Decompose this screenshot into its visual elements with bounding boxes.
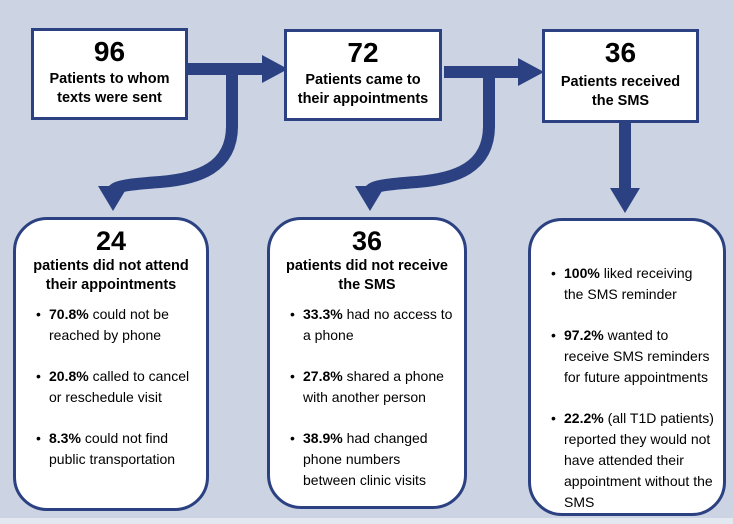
bullet-value: 8.3% (49, 430, 81, 446)
list-item: 27.8% shared a phone with another person (290, 366, 456, 408)
node-received-sms-label: Patients received the SMS (560, 74, 681, 109)
did-not-attend-reasons: 70.8% could not be reached by phone 20.8… (16, 304, 206, 470)
bullet-value: 100% (564, 265, 600, 281)
node-did-not-attend-count: 24 (95, 226, 127, 256)
node-came-to-appointments-label: Patients came to their appointments (297, 72, 429, 107)
did-not-receive-sms-reasons: 33.3% had no access to a phone 27.8% sha… (270, 304, 464, 491)
arrow-96-to-72 (187, 55, 288, 83)
bullet-value: 97.2% (564, 327, 604, 343)
list-item: 70.8% could not be reached by phone (36, 304, 198, 346)
bullet-text: could not be reached by phone (49, 306, 169, 343)
bullet-value: 70.8% (49, 306, 89, 322)
node-received-sms-count: 36 (604, 37, 637, 68)
bullet-text: shared a phone with another person (303, 368, 444, 405)
bullet-text: called to cancel or reschedule visit (49, 368, 190, 405)
node-texts-sent-count: 96 (93, 36, 126, 67)
bullet-text: could not find public transportation (49, 430, 176, 467)
bullet-value: 22.2% (564, 410, 604, 426)
bullet-text: wanted to receive SMS reminders for futu… (564, 327, 710, 385)
list-item: 8.3% could not find public transportatio… (36, 428, 198, 470)
bullet-value: 38.9% (303, 430, 343, 446)
list-item: 20.8% called to cancel or reschedule vis… (36, 366, 198, 408)
list-item: 33.3% had no access to a phone (290, 304, 456, 346)
node-came-to-appointments: 72 Patients came to their appointments (284, 29, 442, 121)
arrow-36-to-feedback (610, 121, 640, 213)
bullet-value: 20.8% (49, 368, 89, 384)
bullet-text: had no access to a phone (303, 306, 453, 343)
list-item: 38.9% had changed phone numbers between … (290, 428, 456, 491)
node-did-not-receive-sms: 36 patients did not receive the SMS 33.3… (267, 217, 467, 509)
bullet-text: had changed phone numbers between clinic… (303, 430, 428, 488)
node-texts-sent-label: Patients to whom texts were sent (49, 71, 170, 106)
list-item: 100% liked receiving the SMS reminder (551, 263, 715, 305)
sms-feedback-points: 100% liked receiving the SMS reminder 97… (531, 263, 723, 513)
node-did-not-attend-title: patients did not attend their appointmen… (33, 258, 189, 293)
slide-bottom-edge (0, 518, 733, 524)
bullet-text: liked receiving the SMS reminder (564, 265, 693, 302)
node-received-sms: 36 Patients received the SMS (542, 29, 699, 123)
node-sms-feedback: 100% liked receiving the SMS reminder 97… (528, 218, 726, 516)
arrow-72-to-36 (444, 58, 544, 86)
node-came-to-appointments-count: 72 (347, 37, 379, 68)
bullet-value: 33.3% (303, 306, 343, 322)
node-texts-sent: 96 Patients to whom texts were sent (31, 28, 188, 120)
node-did-not-attend: 24 patients did not attend their appoint… (13, 217, 209, 511)
node-did-not-receive-sms-title: patients did not receive the SMS (286, 258, 448, 293)
node-did-not-receive-sms-count: 36 (351, 226, 383, 256)
list-item: 97.2% wanted to receive SMS reminders fo… (551, 325, 715, 388)
list-item: 22.2% (all T1D patients) reported they w… (551, 408, 715, 513)
bullet-value: 27.8% (303, 368, 343, 384)
bullet-text: (all T1D patients) reported they would n… (564, 410, 714, 510)
